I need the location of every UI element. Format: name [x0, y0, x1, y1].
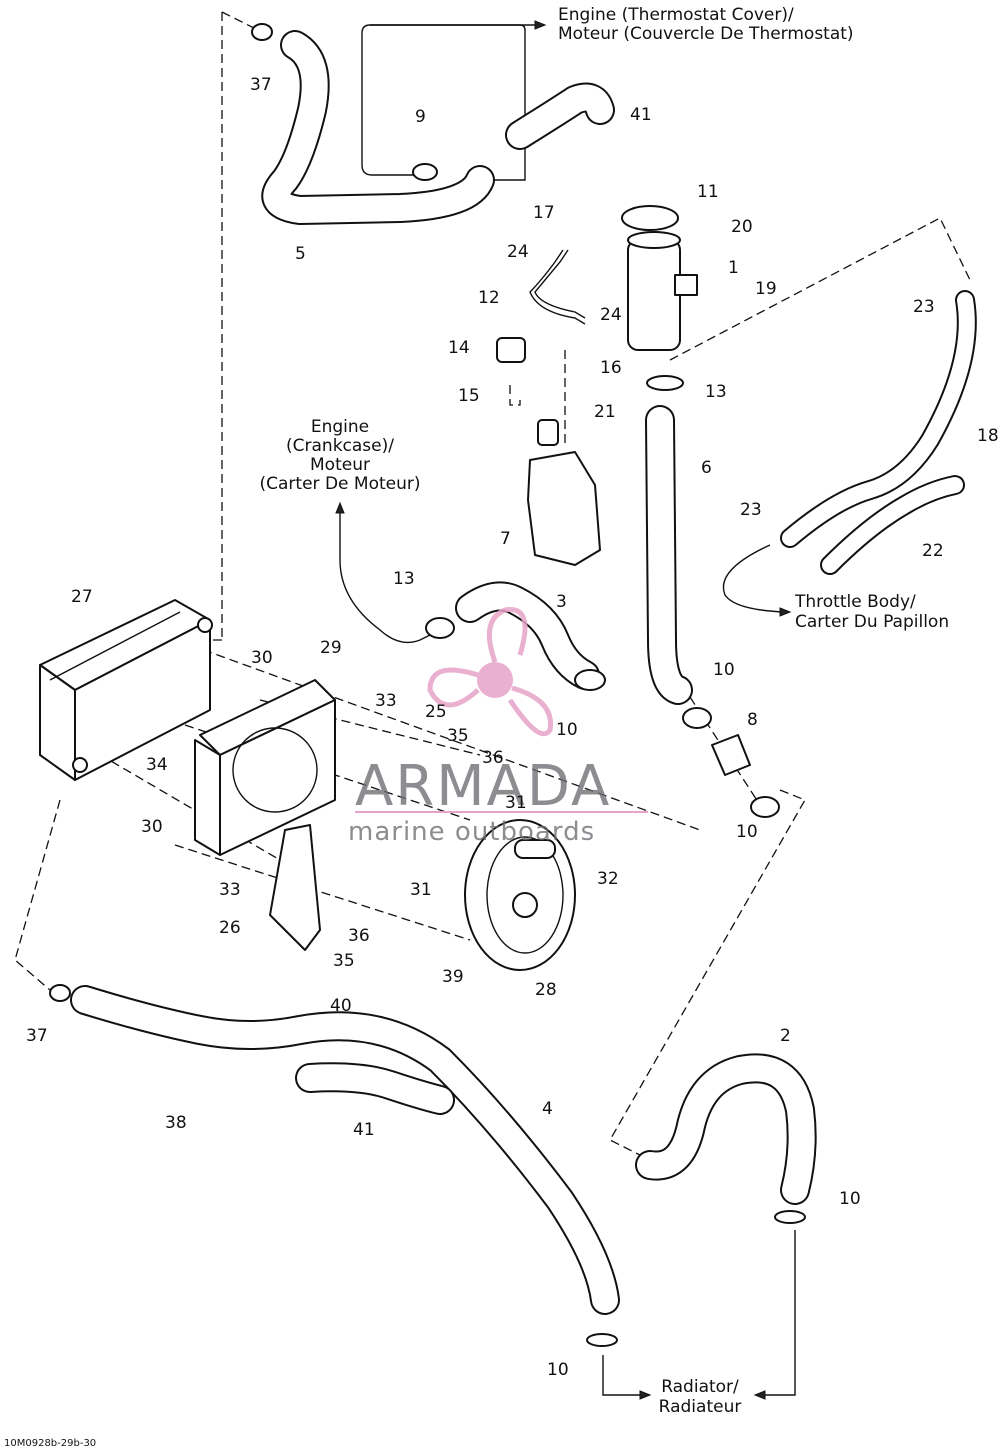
svg-text:Moteur (Couvercle De Thermosta: Moteur (Couvercle De Thermostat)	[558, 24, 854, 44]
part-label: 36	[482, 748, 504, 768]
armada-watermark: ARMADA marine outboards	[348, 607, 648, 847]
part-label: 30	[141, 817, 163, 837]
part-label: 10	[736, 822, 758, 842]
part-label: 41	[630, 105, 652, 125]
part-label: 1	[728, 258, 739, 278]
callout-engine-thermostat: Engine (Thermostat Cover)/ Moteur (Couve…	[558, 5, 854, 44]
part-label: 25	[425, 702, 447, 722]
part-label: 15	[458, 386, 480, 406]
part-label: 37	[26, 1026, 48, 1046]
part-label: 20	[731, 217, 753, 237]
fan-28	[464, 819, 576, 971]
part-label: 35	[447, 726, 469, 746]
part-label: 31	[505, 793, 527, 813]
hose-4	[70, 985, 620, 1315]
svg-text:Throttle Body/: Throttle Body/	[794, 592, 916, 612]
part-label: 4	[542, 1099, 553, 1119]
part-label: 33	[375, 691, 397, 711]
part-label: 10	[547, 1360, 569, 1380]
part-label: 10	[556, 720, 578, 740]
part-label: 32	[597, 869, 619, 889]
part-label: 18	[977, 426, 999, 446]
radiator-27	[39, 599, 213, 781]
hose-22	[820, 475, 965, 575]
part-label: 33	[219, 880, 241, 900]
breather-tube-12	[529, 249, 586, 325]
part-label: 28	[535, 980, 557, 1000]
pressure-cap-11	[621, 205, 679, 231]
part-label: 17	[533, 203, 555, 223]
part-label: 23	[913, 297, 935, 317]
part-label: 36	[348, 926, 370, 946]
part-label: 6	[701, 458, 712, 478]
part-label: 16	[600, 358, 622, 378]
hose-18	[780, 290, 977, 548]
part-label: 37	[250, 75, 272, 95]
hose-5	[261, 30, 495, 225]
reservoir-7	[527, 419, 601, 566]
svg-text:Engine: Engine	[311, 417, 369, 437]
hose-clamps	[49, 23, 806, 1347]
t-fitting-8	[711, 734, 751, 776]
part-label: 11	[697, 182, 719, 202]
part-label: 5	[295, 244, 306, 264]
part-label: 3	[556, 592, 567, 612]
hose-3	[455, 581, 600, 690]
watermark-brand: ARMADA	[355, 754, 611, 819]
cap-14	[496, 337, 526, 363]
hose-41-lower	[295, 1062, 455, 1115]
svg-text:(Carter De Moteur): (Carter De Moteur)	[260, 474, 421, 494]
part-label: 8	[747, 710, 758, 730]
svg-text:Moteur: Moteur	[310, 455, 370, 475]
part-label: 24	[600, 305, 622, 325]
svg-text:Radiator/: Radiator/	[661, 1377, 739, 1397]
watermark-tagline: marine outboards	[348, 817, 595, 847]
fan-shroud-29	[194, 679, 336, 856]
figure-reference: 10M0928b-29b-30	[4, 1438, 96, 1449]
svg-text:(Crankcase)/: (Crankcase)/	[286, 436, 394, 456]
part-label: 2	[780, 1026, 791, 1046]
hose-6	[645, 405, 693, 705]
part-label: 30	[251, 648, 273, 668]
part-label: 34	[146, 755, 168, 775]
part-label: 10	[839, 1189, 861, 1209]
flow-arrows	[335, 20, 796, 1400]
part-label: 9	[415, 107, 426, 127]
part-label: 7	[500, 529, 511, 549]
part-label: 13	[393, 569, 415, 589]
callout-throttle-body: Throttle Body/ Carter Du Papillon	[794, 592, 949, 632]
part-label: 26	[219, 918, 241, 938]
part-label: 41	[353, 1120, 375, 1140]
part-label: 23	[740, 500, 762, 520]
part-label: 12	[478, 288, 500, 308]
svg-text:Engine (Thermostat Cover)/: Engine (Thermostat Cover)/	[558, 5, 794, 25]
hose-2	[635, 1053, 817, 1205]
expansion-tank-1	[627, 231, 698, 351]
callout-engine-crankcase: Engine (Crankcase)/ Moteur (Carter De Mo…	[260, 417, 421, 494]
part-label: 13	[705, 382, 727, 402]
part-label: 35	[333, 951, 355, 971]
part-label: 10	[713, 660, 735, 680]
svg-text:Radiateur: Radiateur	[659, 1397, 742, 1417]
part-label: 27	[71, 587, 93, 607]
callout-radiator: Radiator/ Radiateur	[659, 1377, 742, 1417]
part-label: 31	[410, 880, 432, 900]
hose-41-upper	[505, 82, 615, 150]
propeller-logo	[427, 607, 554, 737]
part-label: 14	[448, 338, 470, 358]
part-label: 38	[165, 1113, 187, 1133]
part-label: 29	[320, 638, 342, 658]
part-label: 40	[330, 996, 352, 1016]
part-label: 19	[755, 279, 777, 299]
part-number-labels: 37 9 41 11 17 20 24 1 19 5 12 24 23 14 1…	[26, 75, 999, 1380]
part-label: 21	[594, 402, 616, 422]
part-label: 22	[922, 541, 944, 561]
svg-text:Carter Du Papillon: Carter Du Papillon	[795, 612, 949, 632]
mounting-bracket-26	[269, 824, 321, 951]
part-label: 39	[442, 967, 464, 987]
part-label: 24	[507, 242, 529, 262]
